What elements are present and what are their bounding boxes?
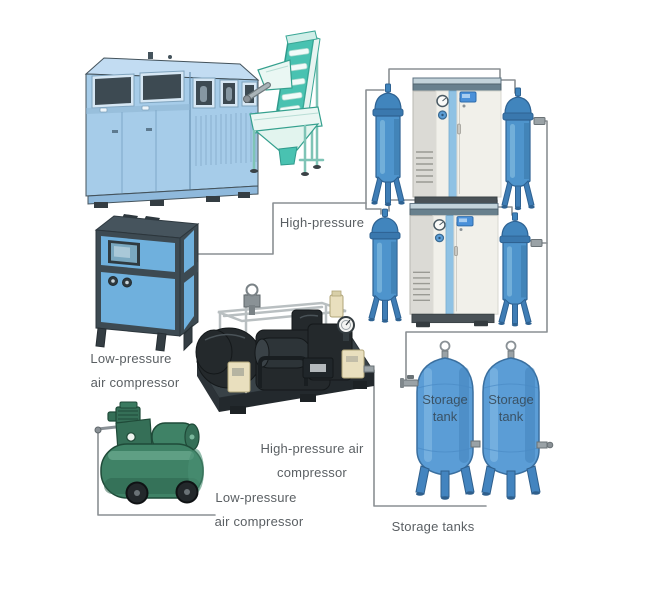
- high-pressure-air-compressor: [195, 283, 375, 414]
- low-pressure-air-compressor-cabinet: [94, 214, 200, 352]
- label-lp-piston-line1: Low-pressure: [215, 490, 296, 505]
- sight-glass: [126, 432, 136, 442]
- control-screen: [108, 240, 140, 266]
- label-lp-cabinet-line2: air compressor: [91, 375, 180, 390]
- dryer2-outlet-fitting: [530, 239, 543, 247]
- control-box-left: [227, 361, 251, 393]
- tank1-label-line2: tank: [433, 409, 458, 424]
- pipe-chiller-to-dryers: [185, 202, 367, 255]
- tank2-label-line1: Storage: [488, 392, 534, 407]
- pipe-piston-leader: [97, 431, 216, 516]
- storage-tank-2: Storage tank: [481, 340, 554, 501]
- pipe-dryer2-inlet: [365, 202, 382, 215]
- air-tank: [100, 443, 204, 499]
- cabinet-legs: [95, 324, 193, 352]
- outlet-fitting: [363, 365, 375, 373]
- top-valve-assembly: [243, 283, 261, 315]
- label-lp-piston-line2: air compressor: [215, 514, 304, 529]
- pressure-gauge: [337, 316, 355, 341]
- hopper-funnel: [254, 123, 320, 153]
- pipe-dryer1-inlet: [365, 89, 385, 204]
- control-box-right: [341, 349, 365, 379]
- machine-module-window-1: [192, 77, 216, 109]
- tank2-label-line2: tank: [499, 409, 524, 424]
- machine-window-1: [91, 73, 135, 109]
- pipe-dryer1-top: [388, 68, 516, 94]
- labels: Low-pressure air compressor High-pressur…: [90, 215, 474, 534]
- label-storage-tanks: Storage tanks: [392, 519, 475, 534]
- beige-canister: [329, 294, 344, 318]
- roof-vent: [148, 52, 153, 59]
- air-dryer-unit-1: [371, 78, 534, 211]
- tank1-label-line1: Storage: [422, 392, 468, 407]
- machine-side-louvers: [195, 112, 257, 166]
- outlet-valve: [536, 441, 554, 449]
- pipe-compressor-to-tanks: [373, 369, 487, 507]
- label-hp-compressor-line2: compressor: [277, 465, 347, 480]
- control-buttons: [108, 276, 132, 288]
- label-high-pressure: High-pressure: [280, 215, 364, 230]
- label-lp-cabinet-line1: Low-pressure: [90, 351, 171, 366]
- low-pressure-piston-compressor: [94, 401, 204, 505]
- machine-module-window-2: [219, 79, 239, 108]
- bottle-conveyor: [243, 30, 325, 176]
- storage-tank-1: Storage tank: [400, 340, 481, 501]
- wheels: [125, 480, 199, 505]
- dryer1-outlet-fitting: [533, 117, 546, 125]
- blow-molding-machine: [84, 52, 260, 208]
- label-hp-compressor-line1: High-pressure air: [260, 441, 364, 456]
- air-dryer-unit-2: [368, 204, 531, 328]
- pump-head: [115, 401, 141, 424]
- side-fitting: [470, 440, 481, 448]
- machine-window-2: [139, 70, 185, 104]
- inlet-valve: [400, 375, 419, 388]
